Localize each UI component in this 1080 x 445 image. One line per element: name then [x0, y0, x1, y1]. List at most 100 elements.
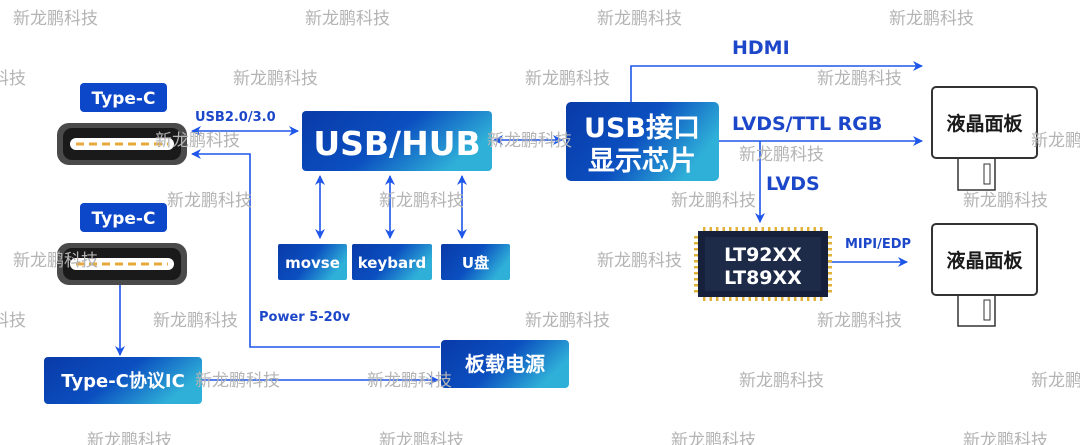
chip-pin [774, 227, 777, 232]
keyboard-label: keybard [358, 254, 427, 272]
usb-version-label: USB2.0/3.0 [195, 110, 276, 125]
chip-pin [774, 296, 777, 301]
typec-protocol-ic-label: Type-C协议IC [61, 370, 185, 392]
lcd-panel-2: 液晶面板 [931, 223, 1038, 327]
chip-pin [820, 296, 823, 301]
chip-pin [827, 278, 832, 281]
chip-pin [755, 227, 758, 232]
udisk-label: U盘 [462, 254, 489, 272]
watermark-text: 新龙鹏科技 [367, 371, 452, 391]
onboard-power-box [441, 340, 569, 388]
usb-hub-box [302, 111, 492, 171]
chip-pin [694, 290, 699, 293]
typec-port-2: Type-C [57, 203, 187, 285]
chip-pin [722, 296, 725, 301]
chip-pin [827, 236, 832, 239]
typec-protocol-ic-box [44, 357, 202, 404]
lvds-label: LVDS [766, 173, 820, 195]
chip-pin [794, 296, 797, 301]
watermark-text: 新龙鹏科技 [153, 311, 238, 331]
lcd-panel-label-2: 液晶面板 [946, 249, 1023, 272]
chip-pin [703, 227, 706, 232]
chip-pin [694, 272, 699, 275]
chip-pin [694, 254, 699, 257]
chip-pin [761, 227, 764, 232]
chip-pin [787, 227, 790, 232]
chip-pin [748, 227, 751, 232]
watermark-text: 新龙鹏科技 [13, 251, 98, 271]
watermark-text: 新龙鹏科技 [0, 69, 26, 89]
udisk-box [441, 244, 510, 280]
chip-pin [813, 227, 816, 232]
watermark-text: 新龙鹏科技 [597, 251, 682, 271]
chip-pin [807, 296, 810, 301]
chip-pin [694, 260, 699, 263]
chip-pin [768, 227, 771, 232]
chip-pin [694, 248, 699, 251]
usb-hub-title: USB/HUB [313, 124, 480, 163]
watermark-text: 新龙鹏科技 [889, 9, 974, 29]
hdmi-arrow [630, 61, 923, 102]
chip-pin [716, 296, 719, 301]
watermark-text: 新龙鹏科技 [195, 371, 280, 391]
chip-pin [787, 296, 790, 301]
chip-pin [827, 254, 832, 257]
watermark-overlay: 新龙鹏科技新龙鹏科技新龙鹏科技新龙鹏科技新龙鹏科技新龙鹏科技新龙鹏科技新龙鹏科技… [0, 9, 1080, 445]
chip-pin [761, 296, 764, 301]
bridge-chip-line1: LT92XX [724, 244, 802, 266]
chip-pin [729, 227, 732, 232]
chip-pin [794, 227, 797, 232]
chip-pin [742, 296, 745, 301]
watermark-text: 新龙鹏科技 [525, 311, 610, 331]
chip-pin [781, 227, 784, 232]
chip-pin [709, 296, 712, 301]
chip-pin [735, 296, 738, 301]
watermark-text: 新龙鹏科技 [739, 145, 824, 165]
power-label: Power 5-20v [259, 310, 351, 325]
chip-pin [722, 227, 725, 232]
watermark-text: 新龙鹏科技 [87, 431, 172, 445]
chip-pin [716, 227, 719, 232]
chip-pin [709, 227, 712, 232]
chip-pin [694, 284, 699, 287]
watermark-text: 新龙鹏科技 [379, 191, 464, 211]
watermark-text: 新龙鹏科技 [1031, 131, 1080, 151]
chip-pin [827, 266, 832, 269]
chip-pin [703, 296, 706, 301]
chip-pin [827, 248, 832, 251]
watermark-text: 新龙鹏科技 [739, 371, 824, 391]
chip-pin [735, 227, 738, 232]
watermark-text: 新龙鹏科技 [671, 431, 756, 445]
chip-pin [755, 296, 758, 301]
chip-pin [827, 260, 832, 263]
chip-pin [827, 290, 832, 293]
chip-pin [827, 284, 832, 287]
watermark-text: 新龙鹏科技 [487, 131, 572, 151]
watermark-text: 新龙鹏科技 [155, 131, 240, 151]
chip-pin [813, 296, 816, 301]
onboard-power-label: 板载电源 [465, 352, 545, 376]
mouse-box [278, 244, 347, 280]
display-chip-line2: 显示芯片 [588, 146, 696, 177]
hdmi-label: HDMI [732, 37, 790, 59]
chip-pin [694, 266, 699, 269]
chip-pin [807, 227, 810, 232]
watermark-text: 新龙鹏科技 [233, 69, 318, 89]
chip-pin [729, 296, 732, 301]
chip-pin [800, 227, 803, 232]
lcd-panel-1: 液晶面板 [931, 86, 1038, 191]
chip-pin [694, 236, 699, 239]
chip-pin [694, 242, 699, 245]
typec-label-2: Type-C [92, 209, 156, 229]
watermark-text: 新龙鹏科技 [525, 69, 610, 89]
watermark-text: 新龙鹏科技 [305, 9, 390, 29]
bridge-chip: LT92XX LT89XX [694, 227, 832, 301]
keyboard-box [352, 244, 432, 280]
chip-pin [694, 278, 699, 281]
chip-pin [820, 227, 823, 232]
chip-pin [781, 296, 784, 301]
lvds-ttl-label: LVDS/TTL RGB [732, 113, 882, 135]
watermark-text: 新龙鹏科技 [817, 311, 902, 331]
